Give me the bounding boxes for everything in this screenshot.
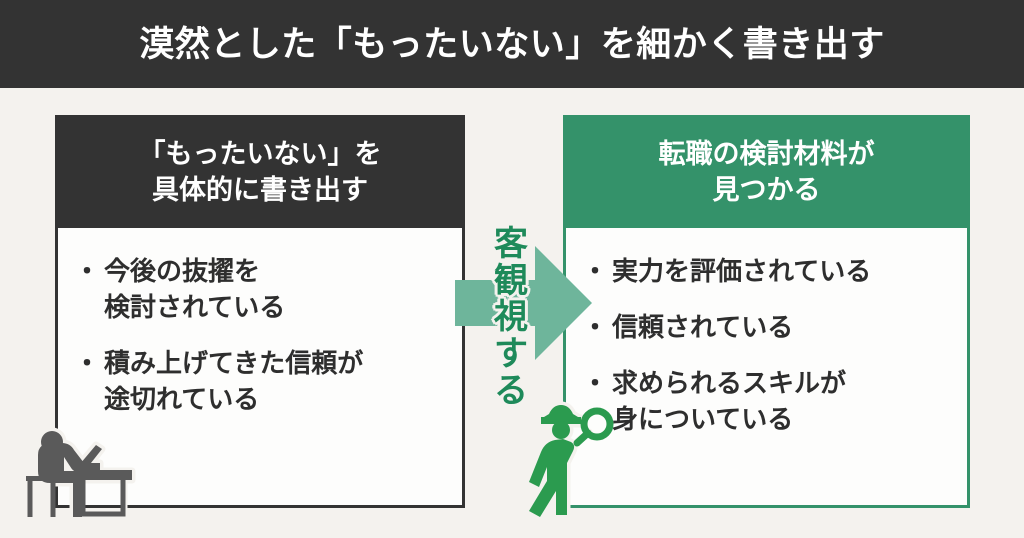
list-item: 積み上げてきた信頼が 途切れている [74, 346, 448, 418]
bullet-line-1: 今後の抜擢を [104, 256, 261, 286]
list-item: 信頼されている [582, 310, 953, 346]
header-bar: 漠然とした「もったいない」を細かく書き出す [0, 0, 1024, 88]
person-at-desk-icon [22, 427, 136, 521]
connector-label-char-1: 客 [494, 225, 528, 263]
connector-arrow [455, 238, 595, 368]
connector-label-char-5: る [494, 371, 528, 410]
right-panel-header-line1: 転職の検討材料が [658, 139, 875, 170]
connector-label-char-2: 観 [494, 261, 528, 300]
bullet-line-1: 求められるスキルが [612, 367, 847, 398]
right-bullet-list: 実力を評価されている 信頼されている 求められるスキルが 身についている [582, 254, 953, 438]
right-panel: 転職の検討材料が 見つかる 実力を評価されている 信頼されている 求められるスキ… [563, 115, 970, 508]
left-bullet-list: 今後の抜擢を 検討されている 積み上げてきた信頼が 途切れている [74, 254, 448, 418]
right-panel-header-line2: 見つかる [712, 175, 821, 205]
bullet-line-2: 途切れている [104, 383, 260, 414]
list-item: 求められるスキルが 身についている [582, 366, 953, 438]
bullet-line-2: 身についている [612, 403, 794, 434]
connector-label-char-3: 視 [494, 298, 528, 337]
right-panel-header: 転職の検討材料が 見つかる [566, 118, 967, 228]
left-panel-header-line1: 「もったいない」を [138, 139, 382, 170]
bullet-line-1: 積み上げてきた信頼が [104, 347, 364, 378]
list-item: 今後の抜擢を 検討されている [74, 254, 448, 326]
diagram-stage: 「もったいない」を 具体的に書き出す 今後の抜擢を 検討されている 積み上げてき… [0, 88, 1024, 538]
list-item: 実力を評価されている [582, 254, 953, 290]
bullet-line-1: 信頼されている [612, 311, 794, 342]
connector-label: 客 観 視 す る [487, 226, 535, 426]
left-panel-body: 今後の抜擢を 検討されている 積み上げてきた信頼が 途切れている [58, 228, 462, 505]
bullet-line-2: 検討されている [104, 291, 286, 322]
page-title: 漠然とした「もったいない」を細かく書き出す [139, 24, 885, 64]
right-panel-body: 実力を評価されている 信頼されている 求められるスキルが 身についている [566, 228, 967, 505]
left-panel-header: 「もったいない」を 具体的に書き出す [58, 118, 462, 228]
bullet-line-1: 実力を評価されている [612, 256, 872, 286]
right-arrow-icon [455, 246, 592, 360]
left-panel: 「もったいない」を 具体的に書き出す 今後の抜擢を 検討されている 積み上げてき… [55, 115, 465, 508]
detective-with-magnifier-icon [525, 401, 614, 521]
connector-label-char-4: す [494, 335, 528, 374]
left-panel-header-line2: 具体的に書き出す [152, 175, 368, 205]
